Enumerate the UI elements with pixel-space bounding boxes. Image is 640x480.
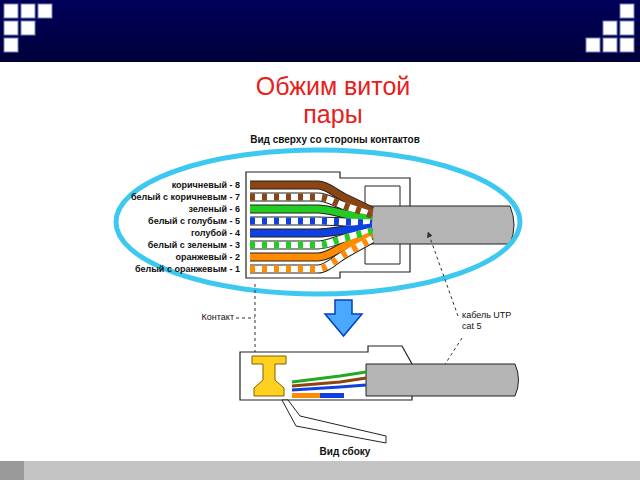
utp-cable [370,206,514,244]
slide-title: Обжим витой пары [228,72,438,128]
header-square [586,38,600,52]
top-view [246,172,514,278]
latch [282,400,386,443]
footer-band [0,461,640,480]
wire-label: белый с голубым - 5 [100,215,240,227]
wire-label: голубой - 4 [100,227,240,239]
side-wire [320,393,344,398]
header-square [620,21,634,35]
contact-leader [236,284,255,354]
wire-stripe [250,239,372,269]
wire-group [250,185,372,269]
header-square [603,38,617,52]
side-cable [366,364,519,396]
wire-label: белый с коричневым - 7 [100,191,240,203]
header-squares [4,4,634,52]
wire-label: оранжевый - 2 [100,251,240,263]
wire [250,227,372,233]
wire-outline [250,221,372,223]
header-square [4,4,18,18]
wire-stripe [250,197,372,215]
wire-stripe [250,221,372,223]
header-square [620,4,634,18]
side-wire [292,385,366,390]
part-label: Контакт [178,312,234,323]
header-square [603,21,617,35]
wire-label: коричневый - 8 [100,179,240,191]
wire-stripe [250,231,372,245]
header-square [21,4,35,18]
wire-outline [250,227,372,233]
side-wire [292,393,320,398]
header-band [0,0,640,62]
wire-label: белый с оранжевым - 1 [100,263,240,275]
cable-leader [428,232,458,316]
view-caption: Вид сверху со стороны контактов [235,134,435,146]
part-label: кабель UTP cat 5 [462,310,522,332]
contact-blade [252,356,286,396]
header-square [38,4,52,18]
header-square [4,38,18,52]
side-view [240,346,519,443]
header-square [620,38,634,52]
down-arrow [325,300,362,336]
header-square [21,21,35,35]
wire-label: белый с зеленым - 3 [100,239,240,251]
footer-block [0,461,24,480]
view-caption: Вид сбоку [295,446,395,458]
wire-label: зеленый - 6 [100,203,240,215]
header-square [4,21,18,35]
wire [250,221,372,223]
